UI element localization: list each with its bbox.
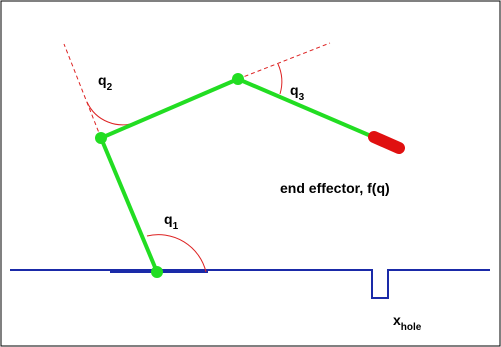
q3-angle-arc [277, 63, 283, 95]
end-effector-tip [368, 131, 405, 154]
q2-reference-line [63, 43, 102, 139]
q3-reference-line [237, 42, 331, 80]
link-2 [100, 77, 239, 140]
ground-line [10, 269, 490, 299]
label-q2: q2 [98, 72, 113, 93]
link-1 [99, 137, 159, 273]
label-q1: q1 [164, 211, 179, 232]
label-end-effector: end effector, f(q) [280, 180, 390, 196]
joint-3 [232, 73, 244, 85]
joint-2 [95, 132, 107, 144]
q1-angle-arc [146, 234, 207, 273]
label-x-hole: xhole [393, 312, 422, 333]
link-3 [237, 77, 379, 141]
label-q3: q3 [290, 82, 305, 103]
joint-base [151, 266, 163, 278]
